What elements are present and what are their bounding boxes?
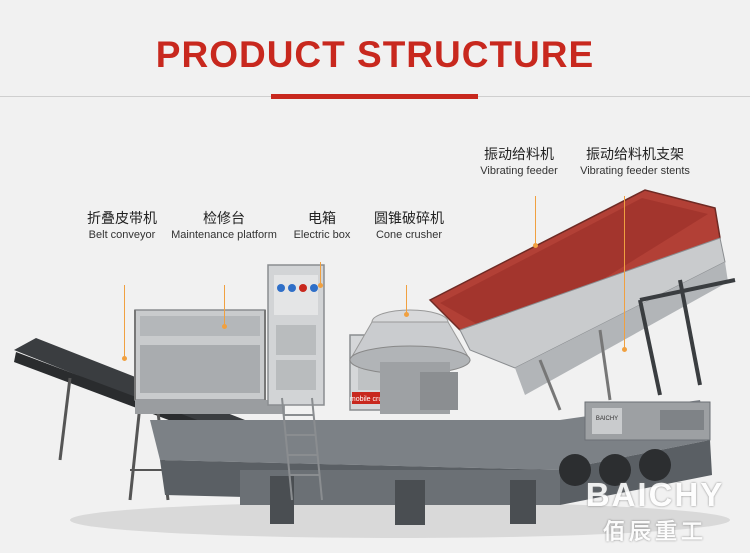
label-zh: 检修台: [203, 211, 245, 227]
leader-belt-conveyor: [124, 285, 125, 357]
label-electric-box: 电箱 Electric box: [288, 210, 356, 242]
leader-vibrating-feeder: [535, 196, 536, 244]
leader-vibrating-feeder-stents: [624, 196, 625, 348]
electric-box: [267, 264, 325, 406]
panel-text: BAICHY: [596, 416, 618, 422]
vibrating-feeder: [428, 189, 728, 411]
leader-cone-crusher: [406, 285, 407, 313]
label-zh: 圆锥破碎机: [374, 211, 444, 227]
label-maintenance-platform: 检修台 Maintenance platform: [166, 210, 282, 242]
label-zh: 振动给料机支架: [586, 147, 684, 163]
title-underline: [271, 94, 478, 99]
label-zh: 电箱: [308, 211, 336, 227]
label-zh: 振动给料机: [484, 147, 554, 163]
leader-dot: [318, 283, 323, 288]
leader-electric-box: [320, 262, 321, 284]
label-vibrating-feeder: 振动给料机 Vibrating feeder: [470, 146, 568, 178]
label-en: Vibrating feeder: [480, 165, 558, 177]
label-en: Cone crusher: [375, 229, 443, 241]
baichy-logo: BAICHY 佰辰重工: [560, 476, 750, 546]
leader-dot: [122, 356, 127, 361]
leader-dot: [404, 312, 409, 317]
leader-dot: [533, 243, 538, 248]
label-en: Belt conveyor: [88, 229, 156, 241]
label-belt-conveyor: 折叠皮带机 Belt conveyor: [76, 210, 168, 242]
label-en: Vibrating feeder stents: [580, 165, 690, 177]
leader-maintenance-platform: [224, 285, 225, 325]
leader-dot: [222, 324, 227, 329]
leader-dot: [622, 347, 627, 352]
logo-brand: BAICHY: [585, 476, 725, 513]
label-zh: 折叠皮带机: [87, 211, 157, 227]
logo-cn: 佰辰重工: [602, 520, 707, 545]
label-en: Electric box: [293, 229, 351, 241]
page-title: PRODUCT STRUCTURE: [155, 34, 595, 75]
label-en: Maintenance platform: [171, 229, 277, 241]
label-cone-crusher: 圆锥破碎机 Cone crusher: [362, 210, 456, 242]
control-panel: BAICHY: [584, 401, 711, 441]
vibrating-feeder-stents: [638, 278, 736, 396]
access-ladder: [281, 397, 323, 501]
maintenance-platform: [134, 309, 285, 414]
label-vibrating-feeder-stents: 振动给料机支架 Vibrating feeder stents: [572, 146, 698, 178]
cone-crusher: mobile crushing plant: [349, 309, 471, 414]
